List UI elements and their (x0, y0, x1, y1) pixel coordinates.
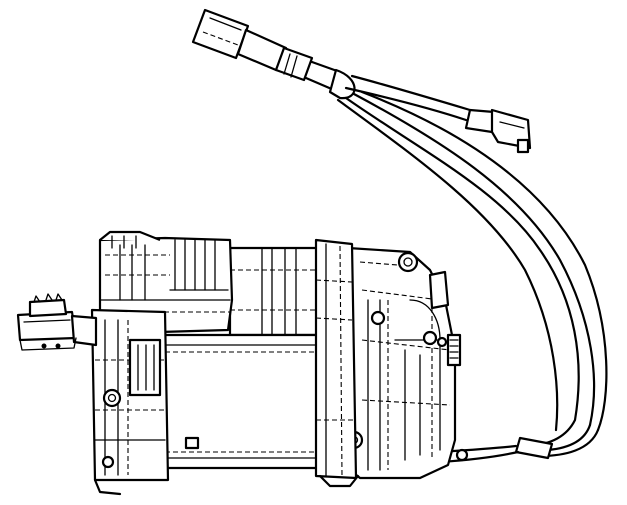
upper-connector (191, 8, 314, 82)
motor-housing (344, 246, 469, 480)
valve-block (90, 308, 170, 482)
side-connector (16, 293, 98, 351)
mounting-foot (93, 474, 360, 496)
small-connector (464, 108, 532, 154)
intake-fitting (99, 230, 161, 249)
cylinder-head (98, 236, 234, 334)
wiring-harness (191, 8, 608, 464)
